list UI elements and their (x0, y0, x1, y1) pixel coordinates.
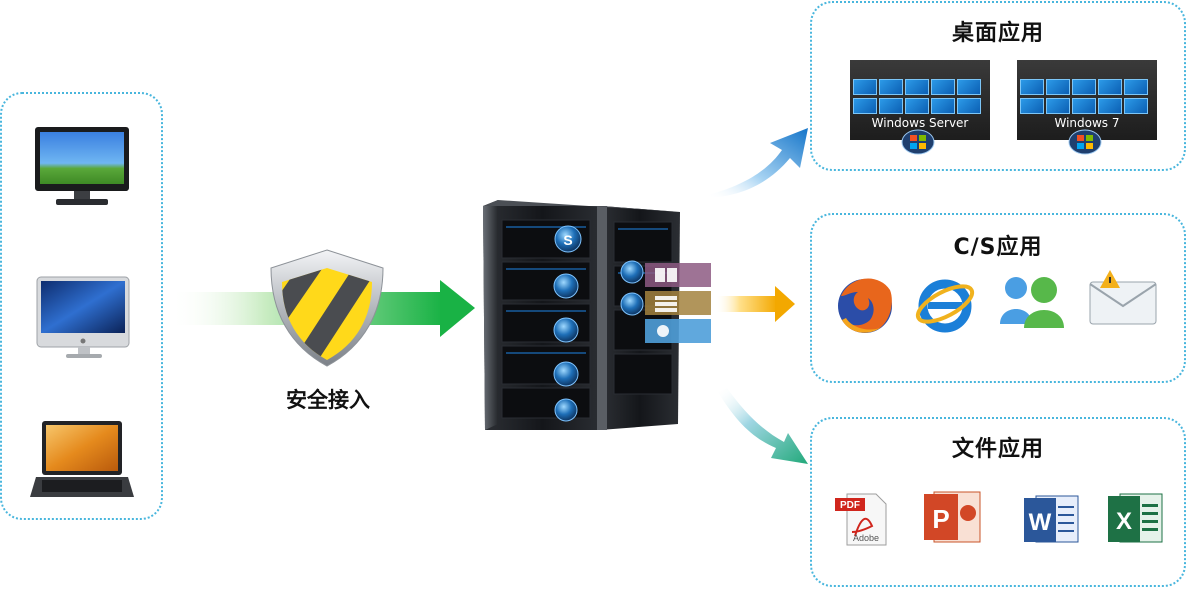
desktop-monitor-icon (35, 127, 129, 205)
excel-letter: X (1116, 508, 1132, 535)
desktop-thumbnail (905, 98, 929, 114)
desktop-apps-title: 桌面应用 (951, 21, 1044, 46)
desktop-thumbnail (1020, 98, 1044, 114)
orange-arrow (715, 286, 795, 322)
teal-arrow (718, 388, 808, 464)
pdf-caption-text: Adobe (853, 533, 879, 543)
windows-logo-icon (1068, 129, 1102, 155)
windows-7-label: Windows 7 (1054, 116, 1120, 130)
desktop-thumbnail (853, 98, 877, 114)
desktop-grid (853, 79, 987, 115)
desktop-thumbnail (931, 98, 955, 114)
file-apps-title: 文件应用 (951, 437, 1044, 462)
windows-server-label: Windows Server (871, 116, 969, 130)
desktop-thumbnail (931, 79, 955, 95)
firefox-icon (838, 278, 892, 333)
desktop-thumbnail (853, 79, 877, 95)
desktop-thumbnail (1098, 98, 1122, 114)
blue-arrow (708, 128, 808, 198)
word-letter: W (1029, 509, 1052, 536)
server-rack-icon (483, 200, 711, 430)
desktop-thumbnail (1072, 79, 1096, 95)
desktop-thumbnail (1046, 98, 1070, 114)
desktop-thumbnail (1046, 79, 1070, 95)
desktop-thumbnail (1124, 79, 1148, 95)
desktop-thumbnail (905, 79, 929, 95)
windows-7-tile: Windows 7 (1017, 60, 1157, 140)
msn-messenger-icon (1000, 277, 1064, 328)
file-apps-panel: 文件应用 (810, 417, 1186, 587)
desktop-thumbnail (1072, 98, 1096, 114)
cs-apps-panel: C/S应用 (810, 213, 1186, 383)
desktop-thumbnail (879, 98, 903, 114)
client-devices-group (0, 92, 163, 520)
desktop-grid (1020, 79, 1154, 115)
server-s-glyph: S (563, 232, 572, 248)
desktop-thumbnail (1020, 79, 1044, 95)
internet-explorer-icon (915, 279, 975, 333)
desktop-thumbnail (879, 79, 903, 95)
pdf-icon (835, 493, 887, 546)
powerpoint-icon (924, 491, 981, 543)
desktop-thumbnail (1098, 79, 1122, 95)
ppt-letter: P (932, 504, 949, 534)
mail-warning-icon (1089, 270, 1157, 325)
imac-icon (36, 276, 130, 358)
desktop-thumbnail (957, 98, 981, 114)
laptop-icon (30, 421, 134, 497)
windows-logo-icon (901, 129, 935, 155)
word-icon (1024, 495, 1079, 543)
windows-server-tile: Windows Server (850, 60, 990, 140)
excel-icon (1108, 493, 1163, 543)
desktop-thumbnail (957, 79, 981, 95)
pdf-badge-text: PDF (840, 500, 860, 511)
cs-apps-title: C/S应用 (953, 235, 1043, 260)
desktop-thumbnail (1124, 98, 1148, 114)
desktop-apps-panel: 桌面应用 (810, 1, 1186, 171)
secure-access-label: 安全接入 (286, 388, 370, 412)
